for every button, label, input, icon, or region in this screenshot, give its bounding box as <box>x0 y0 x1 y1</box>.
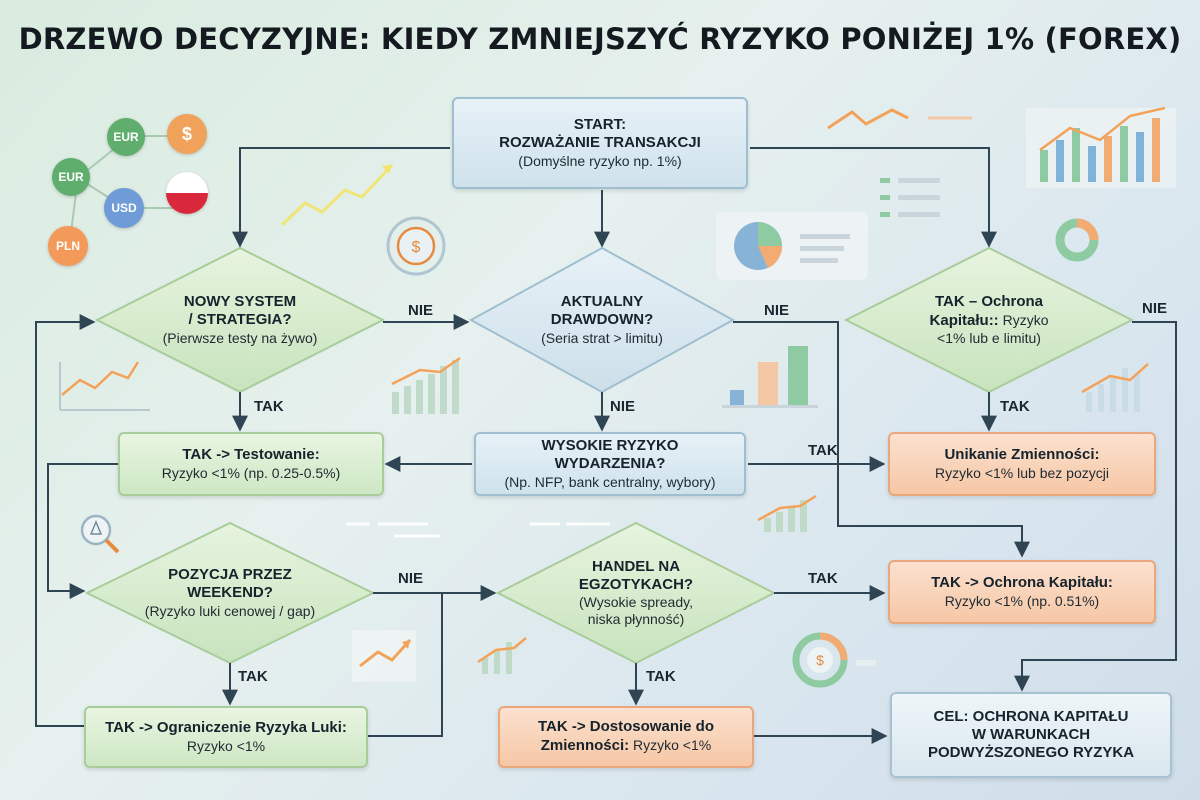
exotics-title: HANDEL NA <box>591 557 681 575</box>
weekend-note: (Ryzyko luki cenowej / gap) <box>144 602 316 619</box>
new-system-title: NOWY SYSTEM <box>183 293 297 311</box>
exotics-text: HANDEL NA EGZOTYKACH? (Wysokie spready, … <box>536 552 736 634</box>
svg-text:$: $ <box>816 652 824 668</box>
high-risk-node: WYSOKIE RYZYKO WYDARZENIA? (Np. NFP, ban… <box>474 432 746 496</box>
weekend-subtitle: WEEKEND? <box>187 584 273 602</box>
testing-node: TAK -> Testowanie: Ryzyko <1% (np. 0.25-… <box>118 432 384 496</box>
polish-flag-icon <box>166 172 208 214</box>
start-note: (Domyślne ryzyko np. 1%) <box>518 152 682 169</box>
edge-label-tak: TAK <box>808 442 838 459</box>
edge-label-tak: TAK <box>254 398 284 415</box>
edge-label-nie: NIE <box>408 302 434 319</box>
volatility-adjust-subtitle: Zmienności: <box>540 737 630 755</box>
gap-limit-title: TAK -> Ograniczenie Ryzyka Luki: <box>105 719 347 737</box>
new-system-text: NOWY SYSTEM / STRATEGIA? (Pierwsze testy… <box>130 282 350 358</box>
avoid-volatility-note: Ryzyko <1% lub bez pozycji <box>935 464 1109 481</box>
pln-coin-icon: PLN <box>48 226 88 266</box>
edge-label-tak: TAK <box>1000 398 1030 415</box>
gap-limit-node: TAK -> Ograniczenie Ryzyka Luki: Ryzyko … <box>84 706 368 768</box>
testing-title: TAK -> Testowanie: <box>182 446 320 464</box>
capital-diamond-subtitle: Kapitału:: <box>929 311 999 329</box>
start-node: START: ROZWAŻANIE TRANSAKCJI (Domyślne r… <box>452 97 748 189</box>
gap-limit-note: Ryzyko <1% <box>186 737 266 754</box>
eur-coin-icon: EUR <box>52 158 90 196</box>
drawdown-text: AKTUALNY DRAWDOWN? (Seria strat > limitu… <box>500 284 704 356</box>
goal-subtitle-2: PODWYŻSZONEGO RYZYKA <box>927 744 1135 762</box>
avoid-volatility-title: Unikanie Zmienności: <box>944 446 1100 464</box>
edge-label-tak: TAK <box>238 668 268 685</box>
start-title: START: <box>573 116 627 134</box>
capital-diamond-text: TAK – Ochrona Kapitału:: Ryzyko <1% lub … <box>880 284 1098 356</box>
capital-protection-node: TAK -> Ochrona Kapitału: Ryzyko <1% (np.… <box>888 560 1156 624</box>
volatility-adjust-title: TAK -> Dostosowanie do <box>538 718 714 736</box>
avoid-volatility-node: Unikanie Zmienności: Ryzyko <1% lub bez … <box>888 432 1156 496</box>
drawdown-title: AKTUALNY <box>560 293 644 311</box>
dollar-coin-icon: $ <box>167 114 207 154</box>
drawdown-subtitle: DRAWDOWN? <box>550 311 654 329</box>
capital-diamond-title: TAK – Ochrona <box>934 292 1044 310</box>
goal-title: CEL: OCHRONA KAPITAŁU <box>933 707 1129 725</box>
exotics-note-2: niska płynność) <box>587 611 685 628</box>
exotics-subtitle: EGZOTYKACH? <box>578 575 694 593</box>
svg-text:$: $ <box>412 239 421 256</box>
capital-protection-title: TAK -> Ochrona Kapitału: <box>931 574 1113 592</box>
volatility-adjust-node: TAK -> Dostosowanie do Zmienności: Ryzyk… <box>498 706 754 768</box>
page-title: DRZEWO DECYZYJNE: KIEDY ZMNIEJSZYĆ RYZYK… <box>18 22 1182 56</box>
edge-label-tak: TAK <box>808 570 838 587</box>
capital-diamond-subtitle-suffix: Ryzyko <box>998 311 1049 328</box>
edge-label-tak: TAK <box>646 668 676 685</box>
new-system-note: (Pierwsze testy na żywo) <box>162 329 318 346</box>
new-system-subtitle: / STRATEGIA? <box>188 311 292 329</box>
high-risk-note: (Np. NFP, bank centralny, wybory) <box>504 473 716 490</box>
edge-label-nie: NIE <box>610 398 636 415</box>
capital-protection-note: Ryzyko <1% (np. 0.51%) <box>944 592 1100 609</box>
edge-label-nie: NIE <box>764 302 790 319</box>
weekend-text: POZYCJA PRZEZ WEEKEND? (Ryzyko luki ceno… <box>124 558 336 628</box>
high-risk-subtitle: WYDARZENIA? <box>554 455 666 473</box>
drawdown-note: (Seria strat > limitu) <box>541 329 663 346</box>
goal-subtitle: W WARUNKACH <box>971 725 1091 743</box>
capital-diamond-note: <1% lub e limitu) <box>937 330 1041 347</box>
start-subtitle: ROZWAŻANIE TRANSAKCJI <box>499 134 701 152</box>
testing-note: Ryzyko <1% (np. 0.25-0.5%) <box>161 464 341 481</box>
edge-label-nie: NIE <box>398 570 424 587</box>
usd-coin-icon: USD <box>104 188 144 228</box>
edge-label-nie: NIE <box>1142 300 1168 317</box>
exotics-note: (Wysokie spready, <box>579 594 693 611</box>
volatility-adjust-note: Ryzyko <1% <box>629 737 712 754</box>
high-risk-title: WYSOKIE RYZYKO <box>541 437 679 455</box>
goal-node: CEL: OCHRONA KAPITAŁU W WARUNKACH PODWYŻ… <box>890 692 1172 778</box>
eur-coin-icon: EUR <box>107 118 145 156</box>
weekend-title: POZYCJA PRZEZ <box>168 566 292 584</box>
